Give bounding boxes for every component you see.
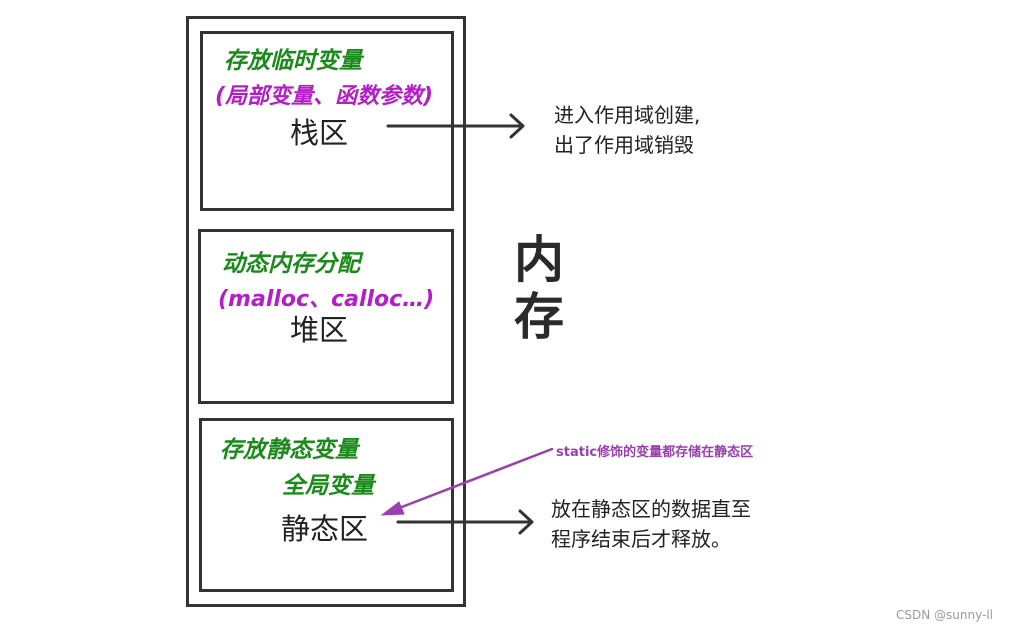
heap-note-line2: (malloc、calloc…) (218, 287, 435, 312)
static-arrow-head (518, 509, 534, 535)
stack-description-line2: 出了作用域销毁 (554, 133, 694, 157)
static-region-box (199, 418, 454, 592)
watermark: CSDN @sunny-ll (896, 608, 993, 622)
stack-arrow (386, 113, 525, 139)
static-annotation: static修饰的变量都存储在静态区 (556, 445, 754, 460)
memory-label-char-1: 内 (514, 231, 564, 289)
static-description: 放在静态区的数据直至 程序结束后才释放。 (551, 494, 751, 554)
heap-region-name: 堆区 (290, 313, 349, 347)
stack-note-line2: (局部变量、函数参数) (215, 84, 434, 109)
static-region-name: 静态区 (281, 512, 369, 546)
static-description-line2: 程序结束后才释放。 (551, 527, 731, 551)
stack-arrow-head (509, 113, 525, 139)
heap-note-line1: 动态内存分配 (222, 251, 360, 277)
annotation-arrow-head (380, 501, 405, 516)
static-note-line1: 存放静态变量 (220, 437, 358, 463)
stack-region-box (200, 31, 454, 211)
static-arrow (396, 509, 534, 535)
stack-note-line1: 存放临时变量 (224, 48, 362, 74)
annotation-arrow (380, 447, 554, 516)
memory-label-char-2: 存 (514, 288, 564, 346)
stack-region-name: 栈区 (290, 116, 349, 150)
static-note-line2: 全局变量 (282, 473, 374, 499)
static-description-line1: 放在静态区的数据直至 (551, 497, 751, 521)
stack-description: 进入作用域创建, 出了作用域销毁 (554, 100, 700, 160)
memory-outer-box (186, 16, 466, 607)
stack-description-line1: 进入作用域创建, (554, 103, 701, 127)
annotation-arrow-shaft (392, 447, 554, 512)
heap-region-box (198, 229, 454, 404)
